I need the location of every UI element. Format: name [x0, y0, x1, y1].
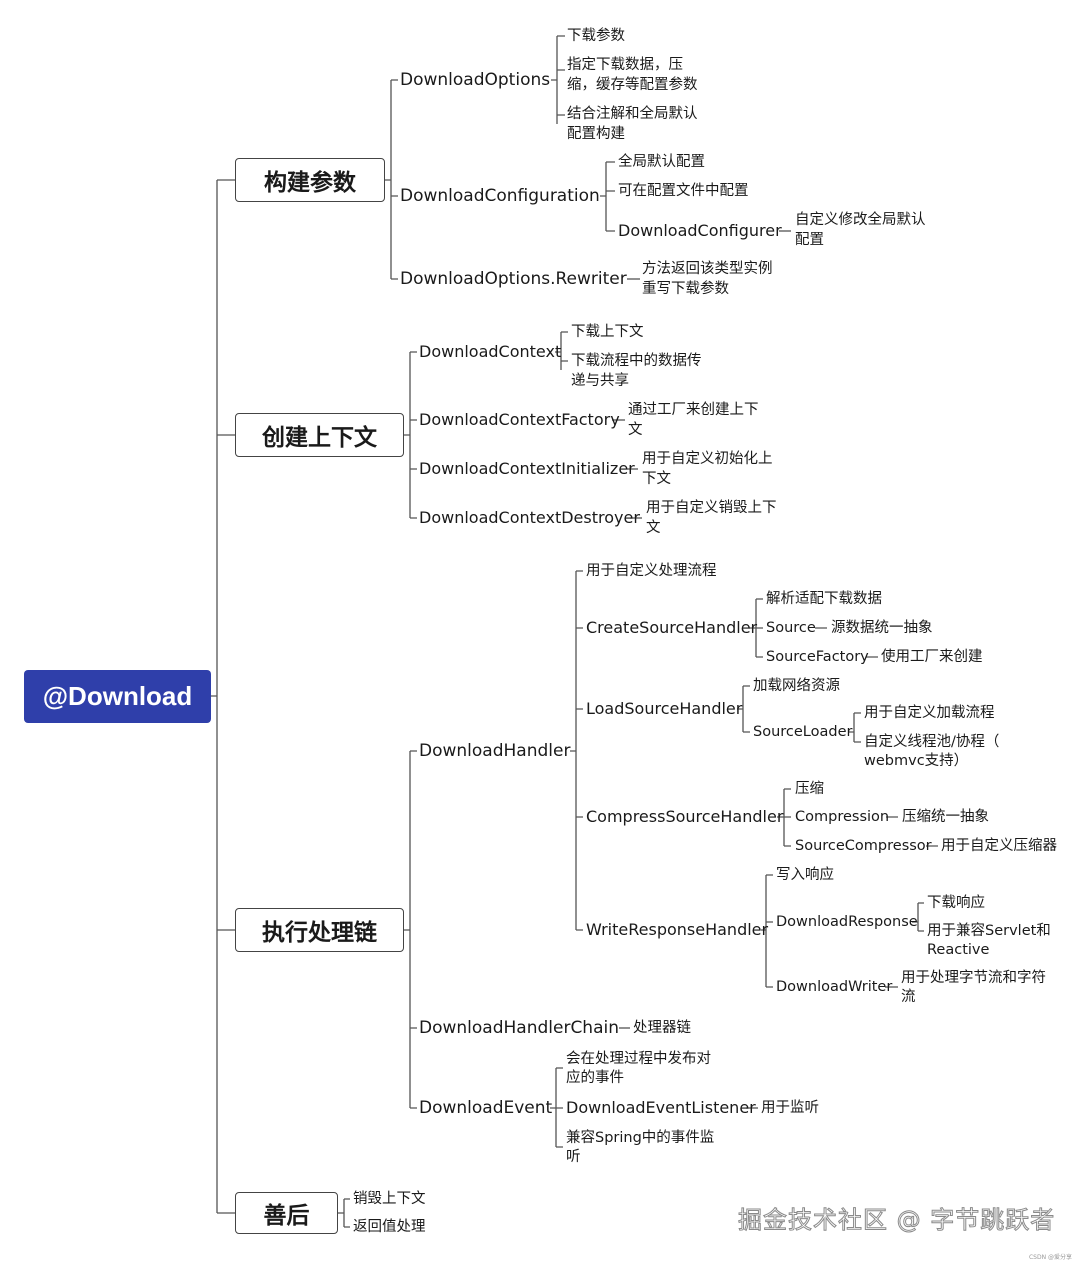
- note-text: 解析适配下载数据: [766, 591, 882, 607]
- note-text: Reactive: [927, 942, 990, 958]
- node-download-handler-chain[interactable]: DownloadHandlerChain: [419, 1018, 619, 1038]
- note-text: 文: [646, 520, 661, 536]
- note-text: 指定下载数据，压: [567, 57, 683, 73]
- node-load-source-handler[interactable]: LoadSourceHandler: [586, 699, 743, 718]
- node-download-options[interactable]: DownloadOptions: [400, 70, 551, 90]
- watermark: 掘金技术社区 @ 字节跳跃者: [737, 1206, 1056, 1235]
- note-text: 用于自定义压缩器: [941, 838, 1057, 854]
- node-source-factory[interactable]: SourceFactory: [766, 649, 869, 665]
- watermark-small: CSDN @爱分享: [1028, 1254, 1072, 1261]
- node-compression[interactable]: Compression: [795, 809, 890, 825]
- node-context-destroyer[interactable]: DownloadContextDestroyer: [419, 508, 640, 527]
- note-text: 自定义修改全局默认: [795, 212, 926, 228]
- note-text: 写入响应: [776, 867, 834, 883]
- node-download-handler[interactable]: DownloadHandler: [419, 741, 571, 761]
- node-download-response[interactable]: DownloadResponse: [776, 914, 918, 930]
- note-text: 销毁上下文: [353, 1191, 426, 1207]
- note-text: 方法返回该类型实例: [642, 261, 773, 277]
- note-text: 重写下载参数: [642, 281, 729, 297]
- node-context-initializer[interactable]: DownloadContextInitializer: [419, 459, 635, 478]
- note-text: 流: [901, 989, 916, 1005]
- note-text: 递与共享: [571, 373, 629, 389]
- note-text: 返回值处理: [353, 1219, 426, 1235]
- note-text: 用于兼容Servlet和: [927, 923, 1051, 939]
- note-text: 通过工厂来创建上下: [628, 402, 759, 418]
- node-download-writer[interactable]: DownloadWriter: [776, 979, 893, 995]
- node-download-event-listener[interactable]: DownloadEventListener: [566, 1098, 756, 1117]
- note-text: 用于自定义销毁上下: [646, 500, 777, 516]
- node-create-source-handler[interactable]: CreateSourceHandler: [586, 618, 758, 637]
- node-download-configuration[interactable]: DownloadConfiguration: [400, 186, 600, 206]
- note-text: 下文: [642, 471, 671, 487]
- note-text: 用于自定义处理流程: [586, 563, 717, 579]
- root-node[interactable]: @Download: [24, 670, 211, 723]
- node-compress-source-handler[interactable]: CompressSourceHandler: [586, 807, 784, 826]
- note-text: 用于处理字节流和字符: [901, 970, 1046, 986]
- note-text: 会在处理过程中发布对: [566, 1051, 711, 1067]
- note-text: 压缩统一抽象: [902, 809, 989, 825]
- note-text: 兼容Spring中的事件监: [566, 1130, 715, 1146]
- note-text: webmvc支持）: [864, 753, 969, 769]
- node-download-context[interactable]: DownloadContext: [419, 342, 562, 361]
- node-source[interactable]: Source: [766, 620, 816, 636]
- node-options-rewriter[interactable]: DownloadOptions.Rewriter: [400, 269, 627, 289]
- stage-create-context[interactable]: 创建上下文: [235, 413, 404, 457]
- note-text: 下载流程中的数据传: [571, 353, 702, 369]
- node-write-response-handler[interactable]: WriteResponseHandler: [586, 920, 769, 939]
- note-text: 听: [566, 1149, 581, 1165]
- stage-execute-chain[interactable]: 执行处理链: [235, 908, 404, 952]
- stage-build-params[interactable]: 构建参数: [235, 158, 385, 202]
- note-text: 源数据统一抽象: [831, 620, 933, 636]
- note-text: 自定义线程池/协程（: [864, 734, 1000, 750]
- node-source-loader[interactable]: SourceLoader: [753, 724, 853, 740]
- note-text: 处理器链: [633, 1020, 691, 1036]
- note-text: 用于监听: [761, 1100, 819, 1116]
- note-text: 缩，缓存等配置参数: [567, 77, 698, 93]
- note-text: 下载上下文: [571, 324, 644, 340]
- note-text: 全局默认配置: [618, 154, 705, 170]
- note-text: 配置: [795, 232, 824, 248]
- note-text: 下载参数: [567, 28, 625, 44]
- stage-cleanup[interactable]: 善后: [235, 1192, 338, 1234]
- node-context-factory[interactable]: DownloadContextFactory: [419, 410, 620, 429]
- note-text: 压缩: [795, 781, 824, 797]
- note-text: 应的事件: [566, 1070, 624, 1086]
- note-text: 文: [628, 422, 643, 438]
- note-text: 下载响应: [927, 895, 985, 911]
- note-text: 配置构建: [567, 126, 625, 142]
- note-text: 使用工厂来创建: [881, 649, 983, 665]
- note-text: 可在配置文件中配置: [618, 183, 749, 199]
- node-download-configurer[interactable]: DownloadConfigurer: [618, 221, 782, 240]
- note-text: 用于自定义加载流程: [864, 705, 995, 721]
- node-source-compressor[interactable]: SourceCompressor: [795, 838, 932, 854]
- note-text: 加载网络资源: [753, 678, 840, 694]
- node-download-event[interactable]: DownloadEvent: [419, 1098, 553, 1118]
- note-text: 结合注解和全局默认: [567, 106, 698, 122]
- note-text: 用于自定义初始化上: [642, 451, 773, 467]
